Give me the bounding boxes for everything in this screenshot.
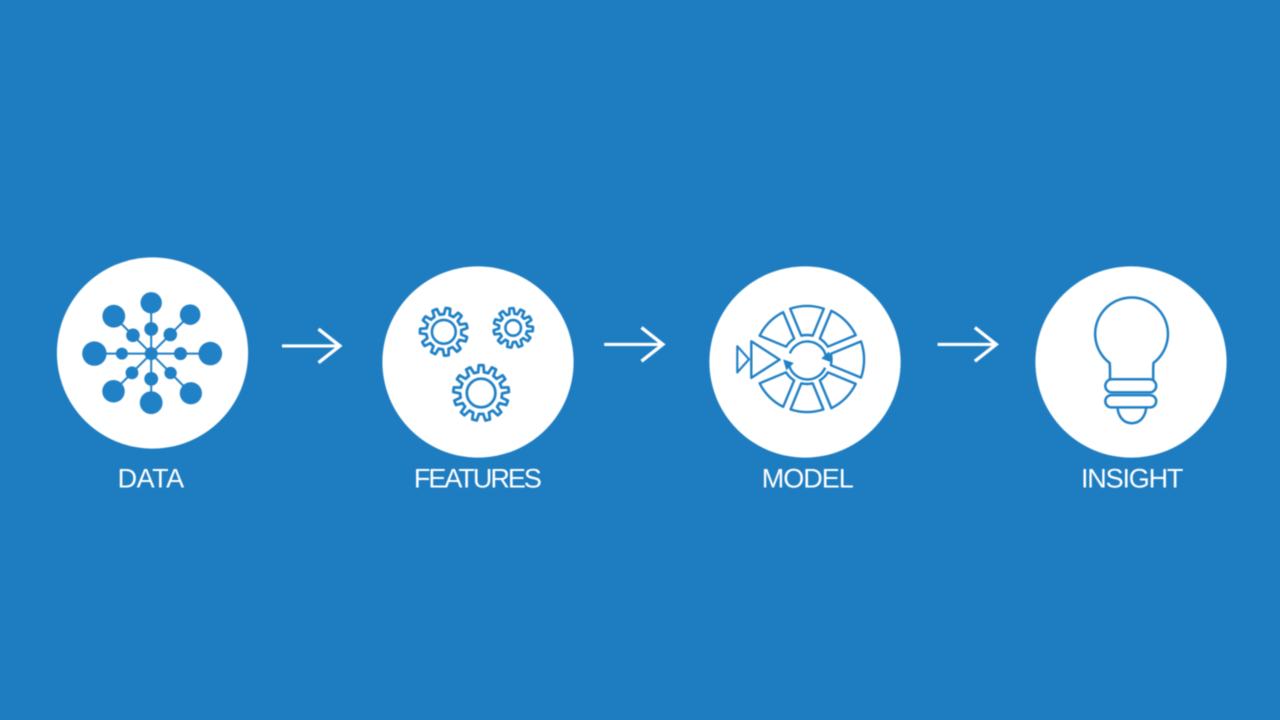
svg-text:DATA: DATA [118,464,185,494]
svg-text:MODEL: MODEL [762,464,854,494]
svg-text:FEATURES: FEATURES [414,464,541,494]
svg-text:INSIGHT: INSIGHT [1081,464,1183,494]
